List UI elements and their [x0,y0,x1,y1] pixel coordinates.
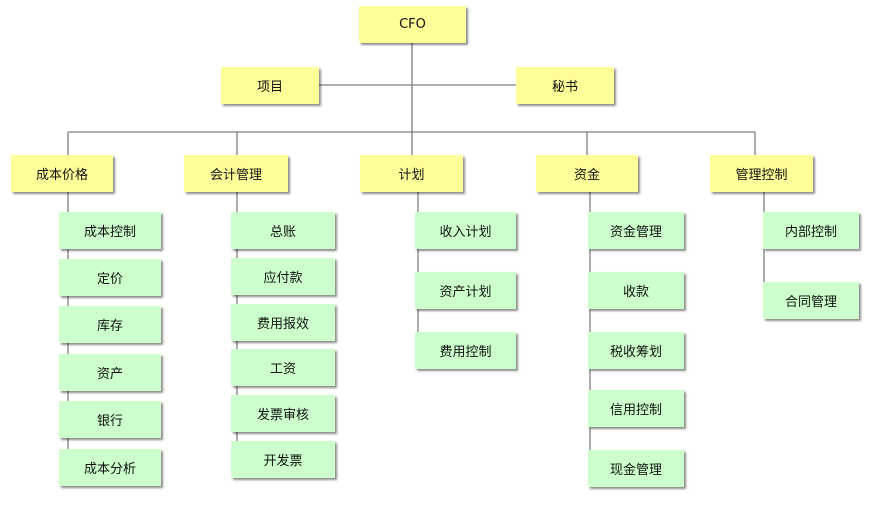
unit-general-ledger: 总账 [231,212,335,249]
dept-accounting: 会计管理 [184,155,288,192]
dept-funds: 资金 [536,155,638,192]
unit-invoicing: 开发票 [231,441,335,478]
unit-cash-management: 现金管理 [588,450,684,487]
unit-expense-control: 费用控制 [415,332,516,369]
unit-asset-plan: 资产计划 [415,272,516,309]
unit-expense-reimbursement: 费用报效 [231,304,335,341]
unit-contract-management: 合同管理 [763,282,859,319]
unit-tax-planning: 税收筹划 [588,332,684,369]
unit-pricing: 定价 [59,259,161,296]
unit-accounts-payable: 应付款 [231,258,335,295]
unit-bank: 银行 [59,401,161,438]
unit-revenue-plan: 收入计划 [415,212,516,249]
unit-credit-control: 信用控制 [588,390,684,427]
node-assistant-secretary: 秘书 [516,67,614,104]
unit-cost-control: 成本控制 [59,212,161,249]
unit-payroll: 工资 [231,349,335,386]
node-cfo: CFO [359,6,466,43]
unit-collections: 收款 [588,272,684,309]
unit-cost-analysis: 成本分析 [59,449,161,486]
dept-cost-price: 成本价格 [11,155,113,192]
unit-invoice-review: 发票审核 [231,395,335,432]
dept-management-control: 管理控制 [710,155,813,192]
unit-internal-control: 内部控制 [763,212,859,249]
unit-assets: 资产 [59,354,161,391]
dept-planning: 计划 [360,155,463,192]
unit-inventory: 库存 [59,306,161,343]
unit-fund-management: 资金管理 [588,212,684,249]
node-assistant-project: 项目 [221,67,319,104]
